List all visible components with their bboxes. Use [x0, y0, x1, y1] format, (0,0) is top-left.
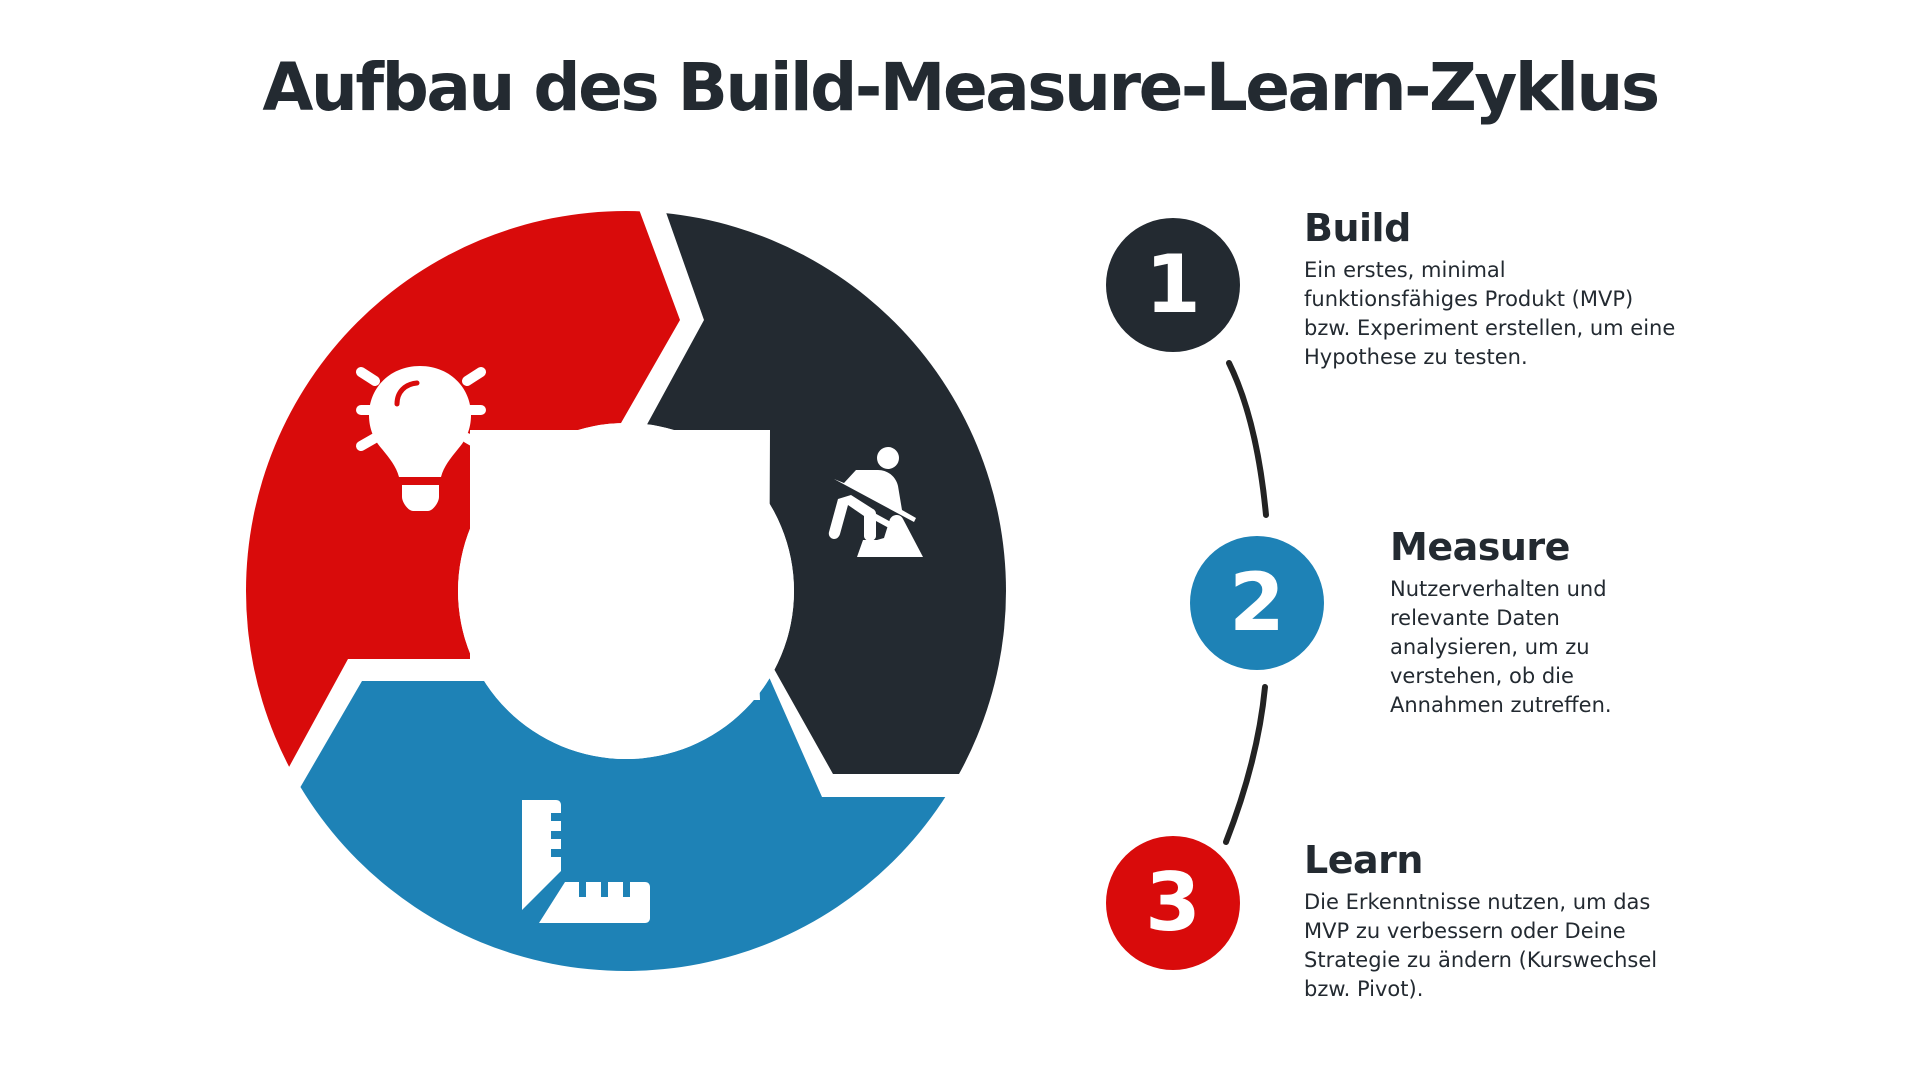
learn-segment: [200, 150, 680, 930]
lightbulb-icon: [356, 366, 486, 511]
step-2-number-badge: 2: [1190, 536, 1324, 670]
step-3-number-badge: 3: [1106, 836, 1240, 970]
ruler-square-icon: [522, 800, 650, 923]
step-2-heading: Measure: [1390, 525, 1570, 569]
measure-segment: [200, 652, 1060, 1040]
step-1-description: Ein erstes, minimal funktionsfähiges Pro…: [1304, 258, 1676, 369]
step-3-heading: Learn: [1304, 838, 1423, 882]
step-1-number-badge: 1: [1106, 218, 1240, 352]
step-1-heading: Build: [1304, 206, 1411, 250]
step-3-description: Die Erkenntnisse nutzen, um das MVP zu v…: [1304, 890, 1658, 1001]
construction-worker-shovel-icon: [828, 447, 923, 557]
step-1-text: Build Ein erstes, minimal funktionsfähig…: [1304, 206, 1684, 372]
step-3-text: Learn Die Erkenntnisse nutzen, um das MV…: [1304, 838, 1684, 1004]
step-1-number: 1: [1145, 238, 1201, 331]
page-title: Aufbau des Build-Measure-Learn-Zyklus: [262, 49, 1660, 126]
step-2-text: Measure Nutzerverhalten und relevante Da…: [1390, 525, 1690, 720]
build-segment: [644, 150, 1060, 774]
step-2-number: 2: [1229, 556, 1285, 649]
step-3-number: 3: [1145, 856, 1201, 949]
step-2-description: Nutzerverhalten und relevante Daten anal…: [1390, 577, 1612, 717]
